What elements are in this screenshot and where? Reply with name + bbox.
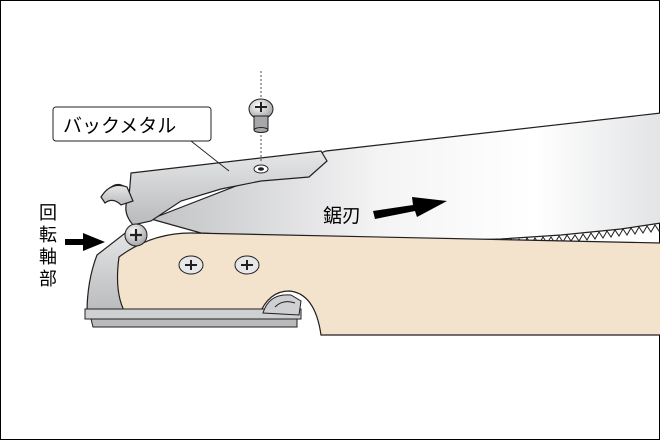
pivot-label-char-1: 回 bbox=[39, 203, 57, 224]
pivot-label-char-3: 軸 bbox=[39, 247, 57, 268]
handle-screw-left-icon bbox=[179, 256, 203, 274]
pivot-screw-icon bbox=[125, 224, 147, 246]
handle-screw-right-icon bbox=[235, 256, 259, 274]
back-metal-hook bbox=[101, 185, 133, 205]
handle-bottom-strip-lower bbox=[91, 319, 297, 327]
back-metal-label: バックメタル bbox=[63, 115, 176, 137]
pivot-label-char-2: 転 bbox=[39, 225, 57, 246]
pivot-label: 回 転 軸 部 bbox=[39, 203, 57, 290]
blade-label: 鋸刃 bbox=[323, 205, 361, 227]
screw-hole-center bbox=[258, 167, 264, 171]
pivot-arrow-icon bbox=[65, 233, 105, 251]
pivot-label-char-4: 部 bbox=[39, 269, 57, 290]
detached-screw bbox=[249, 99, 273, 133]
